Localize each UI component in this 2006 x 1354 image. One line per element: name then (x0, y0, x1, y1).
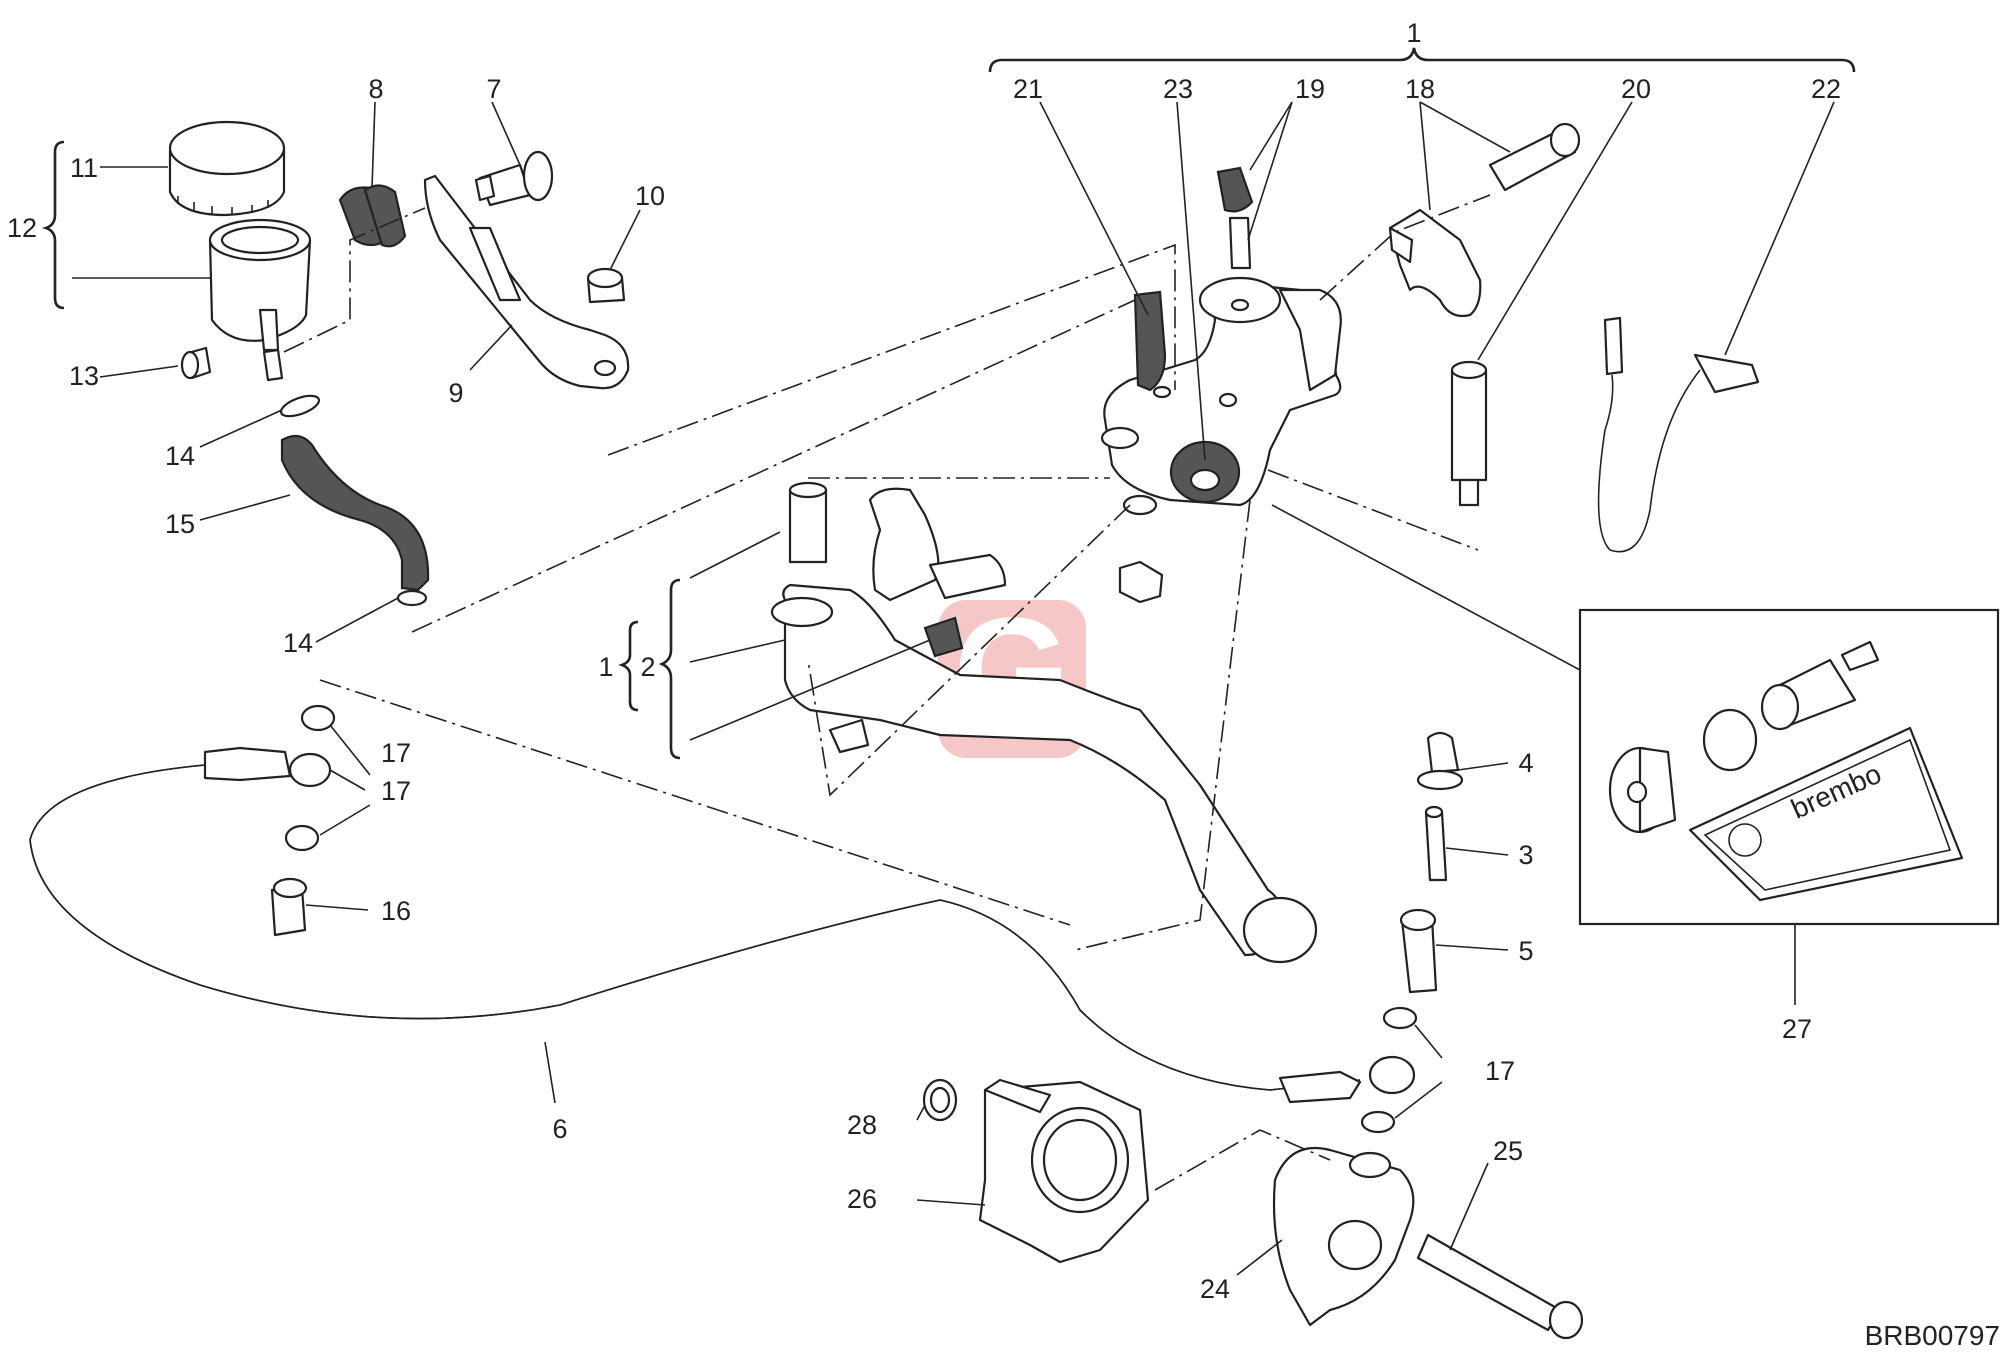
callout-1-top: 1 (1406, 18, 1421, 48)
assembly-1-brace (988, 47, 1856, 73)
adjuster-screw (923, 616, 964, 658)
callout-6: 6 (552, 1114, 567, 1144)
clutch-lever-2 (770, 583, 1318, 964)
callout-26: 26 (847, 1184, 877, 1214)
pivot-pin-20 (1450, 360, 1488, 507)
clutch-hose-inner (29, 764, 1361, 1091)
hose-fitting-upper (203, 746, 292, 782)
seal-kit-pointer (1271, 504, 1581, 671)
reservoir-cap (168, 120, 286, 217)
alignment-line-reservoir (411, 299, 1136, 633)
lever-bushing (788, 488, 828, 564)
handlebar-clamp-18 (1388, 208, 1482, 318)
alignment-line-pin (1267, 469, 1479, 551)
body-nut (1118, 560, 1164, 604)
reservoir-bracket (423, 174, 630, 390)
screw-7 (474, 150, 554, 207)
callout-8: 8 (368, 74, 383, 104)
fluid-reservoir (208, 218, 312, 382)
callout-1-left: 1 (598, 652, 613, 682)
alignment-line-lever-pivot (807, 504, 1131, 797)
sensor-switch-21 (1133, 290, 1167, 392)
callout-12: 12 (7, 213, 37, 243)
callout-13: 13 (69, 361, 99, 391)
alignment-line-hose (319, 679, 1071, 926)
washer-17-b (284, 824, 320, 852)
adjuster-block (868, 487, 940, 602)
callout-27: 27 (1782, 1014, 1812, 1044)
switch-wiring-22 (1597, 316, 1760, 553)
alignment-line-bracket (607, 243, 1176, 456)
bleeder-valve-3 (1424, 805, 1448, 882)
callout-16: 16 (381, 896, 411, 926)
long-bolt-25 (1416, 1233, 1584, 1340)
reservoir-hose (280, 434, 430, 592)
banjo-bolt-16 (270, 877, 308, 937)
seal-kit-piston (1760, 640, 1880, 731)
hose-clamp-lower (396, 589, 428, 607)
callout-14-lower: 14 (283, 628, 313, 658)
clamp-bolt-18 (1488, 122, 1581, 192)
brace-2 (658, 578, 681, 760)
alignment-line-slave (1154, 1129, 1331, 1191)
callout-15: 15 (165, 509, 195, 539)
callout-21: 21 (1013, 74, 1043, 104)
callout-25: 25 (1493, 1136, 1523, 1166)
callout-11: 11 (70, 153, 98, 183)
drawing-code: BRB00797 (1865, 1320, 2000, 1351)
clutch-hose (29, 764, 1361, 1091)
callout-24: 24 (1200, 1274, 1230, 1304)
seal-28 (922, 1078, 958, 1122)
hose-fitting-lower (1278, 1070, 1362, 1104)
leader-17-b (329, 769, 366, 791)
leader-lines (72, 101, 1835, 1276)
seal-kit-boot (1608, 746, 1677, 834)
callout-10: 10 (635, 181, 665, 211)
alignment-line-vent (283, 207, 426, 353)
callout-20: 20 (1621, 74, 1651, 104)
alignment-line-lever-right (1074, 499, 1251, 951)
callout-17-c: 17 (1485, 1056, 1515, 1086)
callout-19: 19 (1295, 74, 1325, 104)
clutch-slave-24 (1272, 1146, 1415, 1327)
alignment-line-clamp (1319, 194, 1491, 301)
washer-17-c (1382, 1006, 1418, 1030)
callout-17-b: 17 (381, 776, 411, 806)
callout-9: 9 (448, 378, 463, 408)
callout-28: 28 (847, 1110, 877, 1140)
brace-12 (41, 140, 65, 310)
washer-17-a (300, 704, 336, 732)
washer-17-d (1360, 1110, 1396, 1134)
callout-2: 2 (640, 652, 655, 682)
callout-4: 4 (1518, 748, 1533, 778)
slave-cylinder-26 (978, 1078, 1150, 1264)
bleeder-cap-19 (1216, 166, 1254, 270)
lever-adjuster-knob (828, 718, 870, 754)
callout-7: 7 (486, 74, 501, 104)
hose-clamp-upper (279, 394, 321, 418)
brace-1-left (618, 620, 639, 712)
bleeder-cap-4 (1416, 731, 1464, 791)
callout-23: 23 (1163, 74, 1193, 104)
banjo-bolt-5 (1399, 908, 1438, 994)
callout-14-upper: 14 (165, 441, 195, 471)
screw-10 (586, 267, 626, 304)
rubber-grommet (338, 184, 407, 248)
screw-13 (180, 346, 212, 380)
seal-kit-circlip (1702, 708, 1758, 772)
callout-22: 22 (1811, 74, 1841, 104)
callout-18: 18 (1405, 74, 1435, 104)
callout-3: 3 (1518, 840, 1533, 870)
master-cylinder-body (1100, 276, 1342, 516)
callout-17-a: 17 (381, 738, 411, 768)
callout-5: 5 (1518, 936, 1533, 966)
adjuster-knob (928, 553, 1007, 600)
